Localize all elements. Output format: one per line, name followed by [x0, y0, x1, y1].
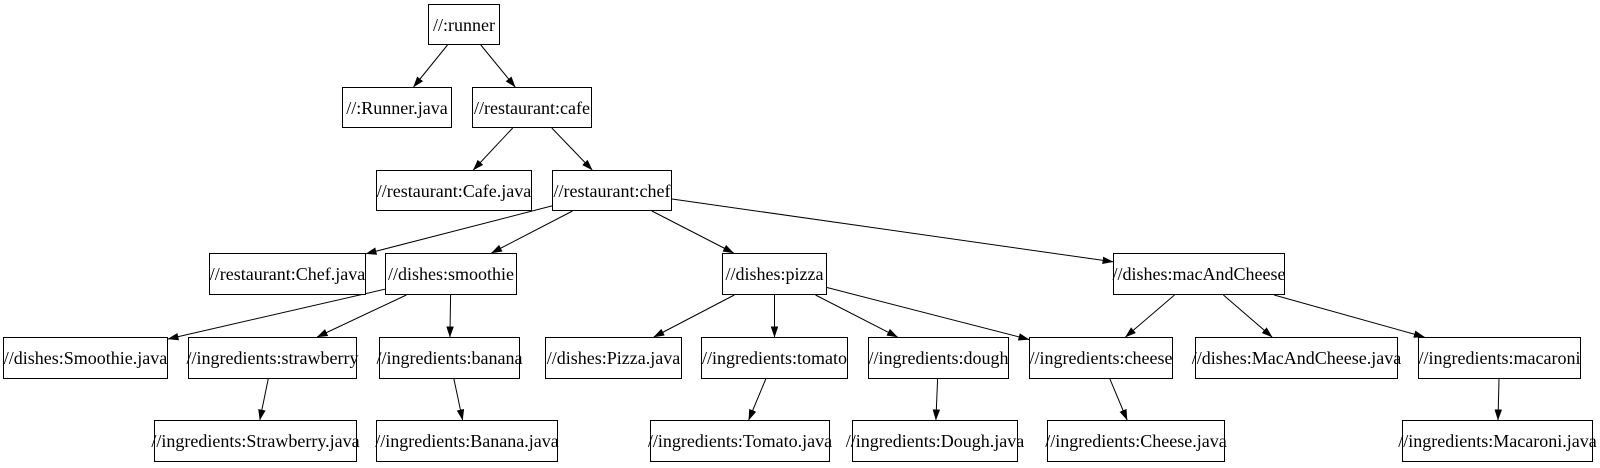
graph-node-pizza_java: //dishes:Pizza.java — [545, 337, 682, 379]
graph-node-cafe_java: //restaurant:Cafe.java — [376, 170, 532, 211]
graph-node-label: //ingredients:macaroni — [1418, 348, 1581, 368]
graph-node-label: //dishes:pizza — [725, 264, 824, 284]
graph-node-label: //ingredients:cheese — [1029, 348, 1173, 368]
graph-node-label: //dishes:Pizza.java — [546, 348, 681, 368]
graph-edge-cafe-to-cafe_java — [472, 127, 514, 171]
graph-node-label: //ingredients:Macaroni.java — [1398, 431, 1597, 451]
graph-edge-chef-to-smoothie — [491, 210, 573, 254]
graph-node-macaroni_java: //ingredients:Macaroni.java — [1398, 420, 1597, 462]
graph-node-label: //restaurant:Chef.java — [209, 264, 366, 284]
graph-node-label: //ingredients:strawberry — [186, 348, 359, 368]
graph-node-smoothie: //dishes:smoothie — [385, 253, 517, 295]
graph-node-runner: //:runner — [428, 4, 500, 45]
graph-edge-chef-to-pizza — [651, 210, 735, 254]
graph-node-label: //:Runner.java — [346, 97, 448, 118]
graph-node-label: //ingredients:Dough.java — [845, 431, 1025, 451]
graph-edge-smoothie-to-smoothie_java — [167, 288, 386, 341]
graph-edge-pizza-to-pizza_java — [653, 294, 735, 338]
graph-node-chef: //restaurant:chef — [552, 170, 672, 211]
graph-node-label: //ingredients:dough — [868, 348, 1009, 368]
graph-edge-runner-to-runner_java — [413, 44, 448, 88]
graph-node-macandcheese: //dishes:macAndCheese — [1113, 253, 1285, 295]
graph-edge-macaroni-to-macaroni_java — [1494, 378, 1503, 421]
graph-edge-banana-to-banana_java — [453, 378, 465, 421]
graph-node-label: //dishes:MacAndCheese.java — [1191, 348, 1402, 368]
graph-node-macaroni: //ingredients:macaroni — [1418, 337, 1581, 379]
graph-node-cafe: //restaurant:cafe — [472, 87, 592, 128]
graph-node-label: //ingredients:Tomato.java — [647, 431, 833, 451]
graph-node-chef_java: //restaurant:Chef.java — [209, 253, 366, 295]
graph-node-label: //restaurant:chef — [553, 180, 671, 201]
graph-edge-smoothie-to-strawberry — [316, 294, 407, 338]
graph-node-dough_java: //ingredients:Dough.java — [846, 420, 1024, 462]
graph-node-tomato_java: //ingredients:Tomato.java — [647, 420, 833, 462]
graph-node-label: //dishes:smoothie — [388, 264, 514, 284]
graph-node-label: //ingredients:Banana.java — [375, 431, 559, 451]
graph-node-strawberry: //ingredients:strawberry — [186, 337, 359, 379]
graph-node-pizza: //dishes:pizza — [722, 253, 827, 295]
graph-node-runner_java: //:Runner.java — [342, 87, 452, 128]
graph-node-label: //ingredients:Cheese.java — [1045, 431, 1227, 451]
graph-node-strawberry_java: //ingredients:Strawberry.java — [151, 420, 360, 462]
graph-node-label: //:runner — [433, 14, 495, 35]
graph-edge-macandcheese-to-macandcheese_java — [1223, 294, 1273, 338]
graph-node-cheese: //ingredients:cheese — [1029, 337, 1173, 379]
graph-node-banana_java: //ingredients:Banana.java — [375, 420, 559, 462]
graph-node-banana: //ingredients:banana — [376, 337, 523, 379]
graph-edge-cafe-to-chef — [551, 127, 593, 171]
graph-edge-tomato-to-tomato_java — [748, 378, 767, 421]
graph-edge-macandcheese-to-cheese — [1125, 294, 1175, 338]
graph-edge-dough-to-dough_java — [932, 378, 941, 421]
graph-edge-pizza-to-cheese — [826, 287, 1030, 341]
graph-edge-runner-to-cafe — [480, 44, 516, 88]
graph-node-label: //restaurant:Cafe.java — [376, 180, 532, 201]
graph-edge-macandcheese-to-macaroni — [1273, 294, 1425, 338]
graph-edge-pizza-to-dough — [815, 294, 898, 338]
graph-node-label: //dishes:macAndCheese — [1112, 264, 1286, 284]
graph-edge-cheese-to-cheese_java — [1109, 378, 1128, 421]
graph-node-label: //restaurant:cafe — [474, 97, 590, 118]
graph-edge-chef-to-chef_java — [365, 205, 553, 255]
graph-edge-smoothie-to-banana — [446, 294, 454, 338]
graph-edge-strawberry-to-strawberry_java — [258, 378, 269, 421]
graph-node-label: //dishes:Smoothie.java — [3, 348, 168, 368]
graph-node-cheese_java: //ingredients:Cheese.java — [1045, 420, 1227, 462]
graph-node-tomato: //ingredients:tomato — [701, 337, 848, 379]
graph-node-dough: //ingredients:dough — [868, 337, 1009, 379]
graph-node-label: //ingredients:tomato — [702, 348, 847, 368]
graph-node-label: //ingredients:Strawberry.java — [151, 431, 360, 451]
graph-node-macandcheese_java: //dishes:MacAndCheese.java — [1191, 337, 1402, 379]
graph-node-label: //ingredients:banana — [376, 348, 523, 368]
graph-node-smoothie_java: //dishes:Smoothie.java — [3, 337, 168, 379]
